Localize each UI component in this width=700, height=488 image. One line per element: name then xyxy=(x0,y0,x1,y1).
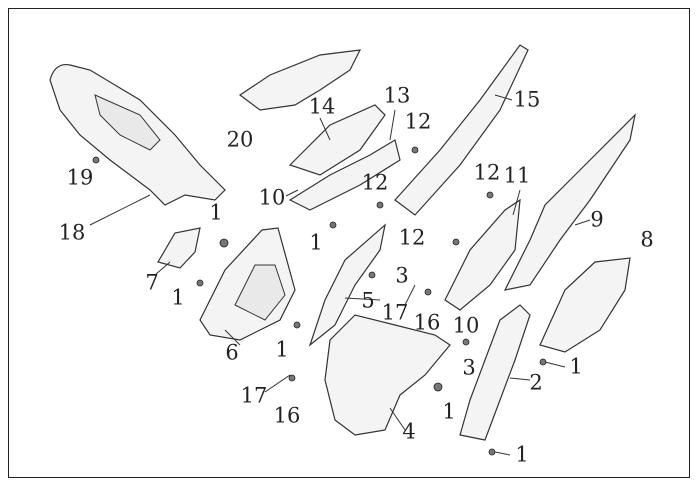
callout-4: 4 xyxy=(402,419,416,444)
callout-2: 2 xyxy=(529,370,543,395)
callout-11: 11 xyxy=(503,163,531,188)
callout-14: 14 xyxy=(308,94,336,119)
part-8-cover xyxy=(539,257,631,353)
callout-5: 5 xyxy=(361,288,375,313)
part-4-lower-housing xyxy=(324,314,451,436)
callout-1: 1 xyxy=(171,285,185,310)
callout-13: 13 xyxy=(383,83,411,108)
callout-12: 12 xyxy=(361,170,389,195)
callout-1: 1 xyxy=(309,230,323,255)
part-11-panel xyxy=(444,198,521,311)
part-2-side-trim xyxy=(459,304,531,441)
callout-3: 3 xyxy=(462,355,476,380)
fasteners xyxy=(92,146,547,456)
callout-1: 1 xyxy=(569,354,583,379)
part-15-long-panel xyxy=(394,44,529,216)
callout-17: 17 xyxy=(240,383,268,408)
callout-20: 20 xyxy=(226,127,254,152)
callout-10: 10 xyxy=(452,313,480,338)
callout-18: 18 xyxy=(58,220,86,245)
callout-19: 19 xyxy=(66,165,94,190)
part-18-detail xyxy=(94,94,161,151)
part-9-side-panel xyxy=(503,113,636,291)
callout-8: 8 xyxy=(640,227,654,252)
callout-12: 12 xyxy=(398,225,426,250)
callout-1: 1 xyxy=(515,442,529,467)
leader-lines xyxy=(89,94,591,456)
callout-12: 12 xyxy=(473,160,501,185)
callout-6: 6 xyxy=(225,340,239,365)
part-13-bracket xyxy=(288,139,401,211)
callout-17: 17 xyxy=(381,300,409,325)
callout-16: 16 xyxy=(413,310,441,335)
callout-1: 1 xyxy=(275,337,289,362)
callout-1: 1 xyxy=(209,200,223,225)
callout-1: 1 xyxy=(442,399,456,424)
callout-3: 3 xyxy=(395,263,409,288)
part-20-tray xyxy=(238,49,362,111)
part-14-cover xyxy=(288,104,386,176)
callout-9: 9 xyxy=(590,207,604,232)
callout-10: 10 xyxy=(258,185,286,210)
callout-12: 12 xyxy=(404,109,432,134)
part-6-opening xyxy=(234,264,286,321)
callout-15: 15 xyxy=(513,87,541,112)
diagram-border xyxy=(8,8,690,478)
callout-7: 7 xyxy=(145,270,159,295)
callout-16: 16 xyxy=(273,403,301,428)
part-7-cap xyxy=(157,227,201,269)
part-5-arm xyxy=(308,223,386,347)
